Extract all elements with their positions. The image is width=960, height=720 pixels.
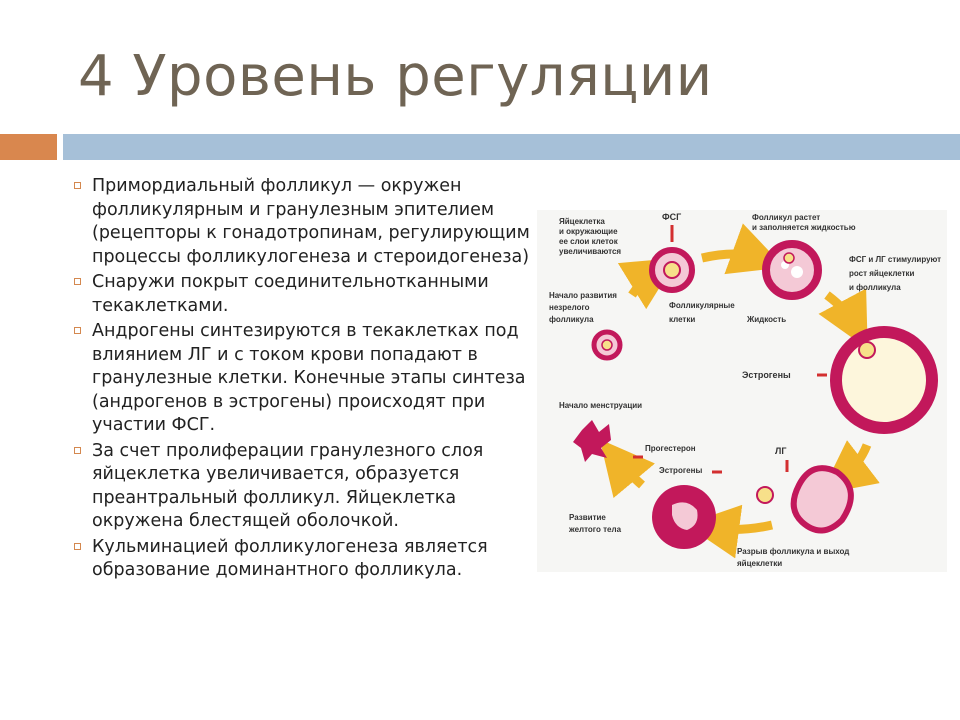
bullet-item: Кульминацией фолликулогенеза является об… [74, 536, 540, 583]
label-follicular-cells: Фолликулярные [669, 301, 735, 310]
cycle-arrow [700, 223, 785, 275]
label-lh: ЛГ [775, 446, 786, 456]
follicle-cycle-diagram: Яйцеклетка и окружающие ее слои клеток у… [537, 210, 947, 572]
label-immature: Начало развития [549, 291, 617, 300]
label-egg-growth: Яйцеклетка [559, 217, 605, 226]
cycle-arrow [685, 504, 774, 559]
page-title: 4 Уровень регуляции [78, 44, 713, 109]
bullet-marker-icon [74, 278, 81, 285]
label-fsh: ФСГ [662, 212, 681, 222]
label-fsh-lh: рост яйцеклетки [849, 269, 915, 278]
bullet-marker-icon [74, 446, 81, 454]
label-fsh-lh: и фолликула [849, 283, 901, 292]
bullet-item: Снаружи покрыт соединительнотканными тек… [74, 271, 540, 318]
ovulation-icon [756, 465, 854, 534]
cycle-arrow [820, 440, 880, 495]
menstruation-icon [573, 420, 611, 462]
label-estrogens-2: Эстрогены [659, 466, 702, 475]
bullet-marker-icon [74, 182, 81, 189]
label-follicle-grows: и заполняется жидкостью [752, 223, 856, 232]
cycle-arrow [818, 288, 868, 349]
dominant-follicle-icon [830, 326, 938, 434]
cycle-arrow [599, 439, 656, 499]
bullet-marker-icon [74, 542, 81, 550]
label-fluid: Жидкость [746, 315, 786, 324]
bullet-item: Андрогены синтезируются в текаклетках по… [74, 320, 540, 438]
antral-follicle-icon [762, 240, 822, 300]
bullet-item: Примордиальный фолликул — окружен фоллик… [74, 175, 540, 269]
header-bar [63, 134, 960, 160]
label-immature: фолликула [549, 315, 594, 324]
bullet-item: За счет пролиферации гранулезного слоя я… [74, 440, 540, 534]
label-progesterone: Прогестерон [645, 444, 696, 453]
bullet-marker-icon [74, 327, 81, 334]
label-egg-growth: и окружающие [559, 227, 618, 236]
label-follicular-cells: клетки [669, 315, 695, 324]
label-immature: незрелого [549, 303, 590, 312]
label-ovulation: яйцеклетки [737, 559, 782, 568]
bullet-list: Примордиальный фолликул — окружен фоллик… [74, 175, 540, 585]
header-accent-bar [0, 134, 57, 160]
label-ovulation: Разрыв фолликула и выход [737, 547, 849, 556]
corpus-luteum-icon [652, 485, 716, 549]
label-estrogens: Эстрогены [742, 370, 791, 380]
label-corpus-luteum: Развитие [569, 513, 606, 522]
label-fsh-lh: ФСГ и ЛГ стимулируют [849, 255, 941, 264]
immature-follicle-icon [591, 329, 623, 361]
label-menstruation: Начало менструации [559, 401, 642, 410]
label-corpus-luteum: желтого тела [568, 525, 622, 534]
label-egg-growth: увеличиваются [559, 247, 621, 256]
growing-follicle-icon [649, 247, 695, 293]
label-follicle-grows: Фолликул растет [752, 213, 820, 222]
label-egg-growth: ее слои клеток [559, 237, 619, 246]
